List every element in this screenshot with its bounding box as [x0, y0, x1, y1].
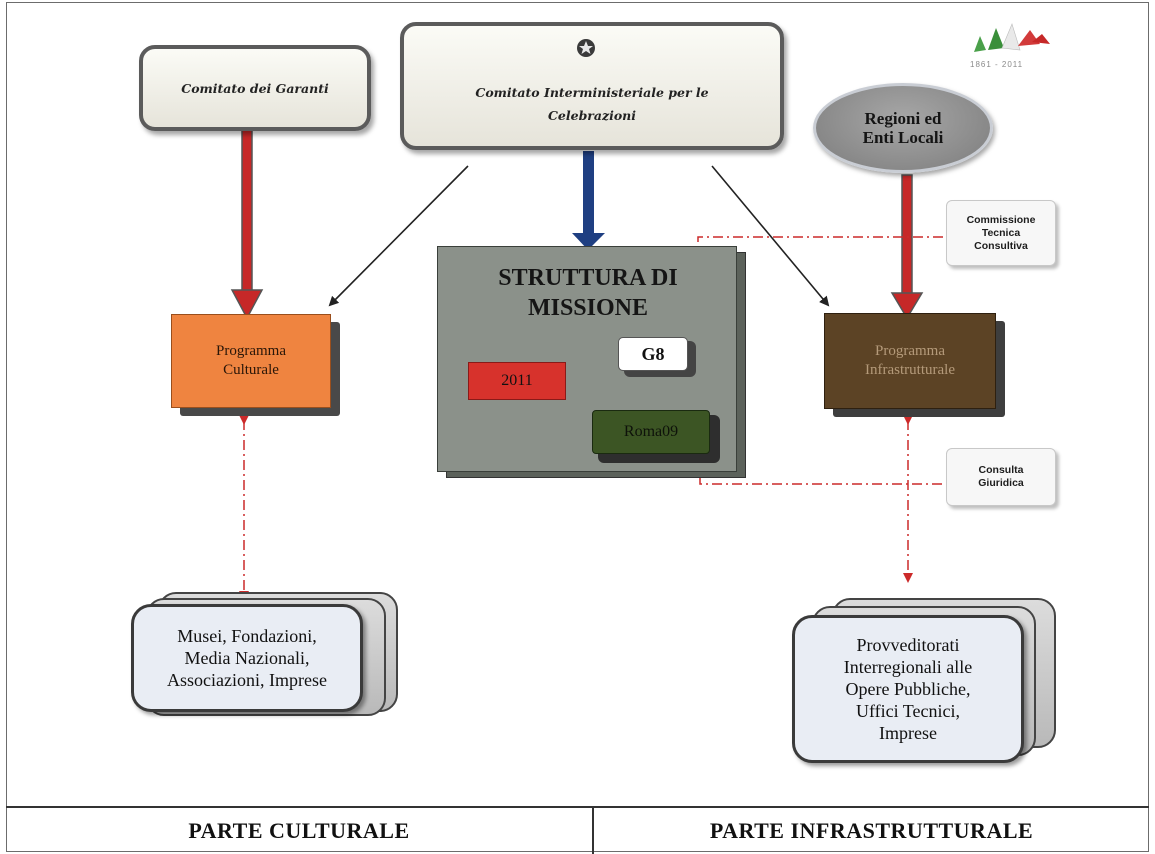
label-2011: 2011	[501, 372, 533, 389]
musei-line1: Musei, Fondazioni,	[177, 626, 317, 646]
regioni-line2: Enti Locali	[862, 128, 944, 147]
anniversary-logo: 1861 - 2011	[966, 20, 1058, 78]
footer-left: PARTE CULTURALE	[6, 808, 592, 854]
footer-divider	[592, 808, 594, 854]
label-g8: G8	[641, 343, 665, 364]
footer-row: PARTE CULTURALE PARTE INFRASTRUTTURALE	[6, 806, 1149, 854]
struttura-title-line2: MISSIONE	[527, 295, 649, 321]
provv-line5: Imprese	[879, 723, 937, 743]
arrow-garanti-to-culturale	[230, 129, 264, 320]
programma-infra-line2: Infrastrutturale	[865, 362, 955, 378]
provv-box: Provveditorati Interregionali alle Opere…	[792, 615, 1024, 763]
label-roma09-box: Roma09	[592, 410, 710, 454]
footer-right: PARTE INFRASTRUTTURALE	[594, 808, 1149, 854]
regioni-ellipse: Regioni ed Enti Locali	[813, 83, 993, 173]
struttura-box: STRUTTURA DI MISSIONE 2011 G8 Roma09	[437, 246, 737, 472]
flag-logo-icon	[974, 23, 1050, 52]
programma-culturale-box: Programma Culturale	[171, 314, 331, 408]
programma-culturale-line2: Culturale	[223, 362, 279, 378]
arrow-to-programma-infra	[711, 165, 830, 307]
commissione-box: Commissione Tecnica Consultiva	[946, 200, 1056, 266]
arrow-interministeriale-to-struttura	[572, 151, 605, 250]
emblem-icon	[575, 36, 597, 60]
footer-left-label: PARTE CULTURALE	[188, 818, 410, 843]
struttura-title-line1: STRUTTURA DI	[498, 265, 678, 291]
consulta-line1: Consulta	[978, 464, 1024, 476]
musei-line3: Associazioni, Imprese	[167, 670, 327, 690]
provv-line1: Provveditorati	[856, 635, 960, 655]
dashdot-consulta	[699, 476, 946, 485]
label-roma09: Roma09	[623, 423, 679, 440]
programma-culturale-line1: Programma	[216, 343, 286, 359]
consulta-box: Consulta Giuridica	[946, 448, 1056, 506]
provv-line4: Uffici Tecnici,	[855, 701, 961, 721]
comitato-interministeriale-line1: Comitato Interministeriale per le	[475, 85, 709, 100]
musei-line2: Media Nazionali,	[184, 648, 310, 668]
provv-line2: Interregionali alle	[843, 657, 973, 677]
consulta-line2: Giuridica	[978, 477, 1024, 489]
comitato-garanti-box: Comitato dei Garanti	[139, 45, 371, 131]
regioni-line1: Regioni ed	[864, 109, 942, 128]
comitato-interministeriale-line2: Celebrazioni	[547, 108, 637, 123]
label-2011-box: 2011	[468, 362, 566, 400]
programma-infra-box: Programma Infrastrutturale	[824, 313, 996, 409]
commissione-line2: Tecnica	[981, 226, 1021, 239]
logo-years: 1861 - 2011	[970, 60, 1024, 69]
comitato-garanti-label: Comitato dei Garanti	[181, 80, 329, 96]
footer-right-label: PARTE INFRASTRUTTURALE	[709, 818, 1034, 843]
commissione-line3: Consultiva	[974, 239, 1028, 252]
arrow-regioni-to-infra	[890, 174, 924, 320]
comitato-interministeriale-box: Comitato Interministeriale per le Celebr…	[400, 22, 784, 150]
provv-line3: Opere Pubbliche,	[845, 679, 971, 699]
arrow-to-programma-culturale	[328, 165, 469, 307]
commissione-line1: Commissione	[966, 213, 1036, 226]
programma-infra-line1: Programma	[875, 343, 945, 359]
musei-box: Musei, Fondazioni, Media Nazionali, Asso…	[131, 604, 363, 712]
label-g8-box: G8	[618, 337, 688, 371]
